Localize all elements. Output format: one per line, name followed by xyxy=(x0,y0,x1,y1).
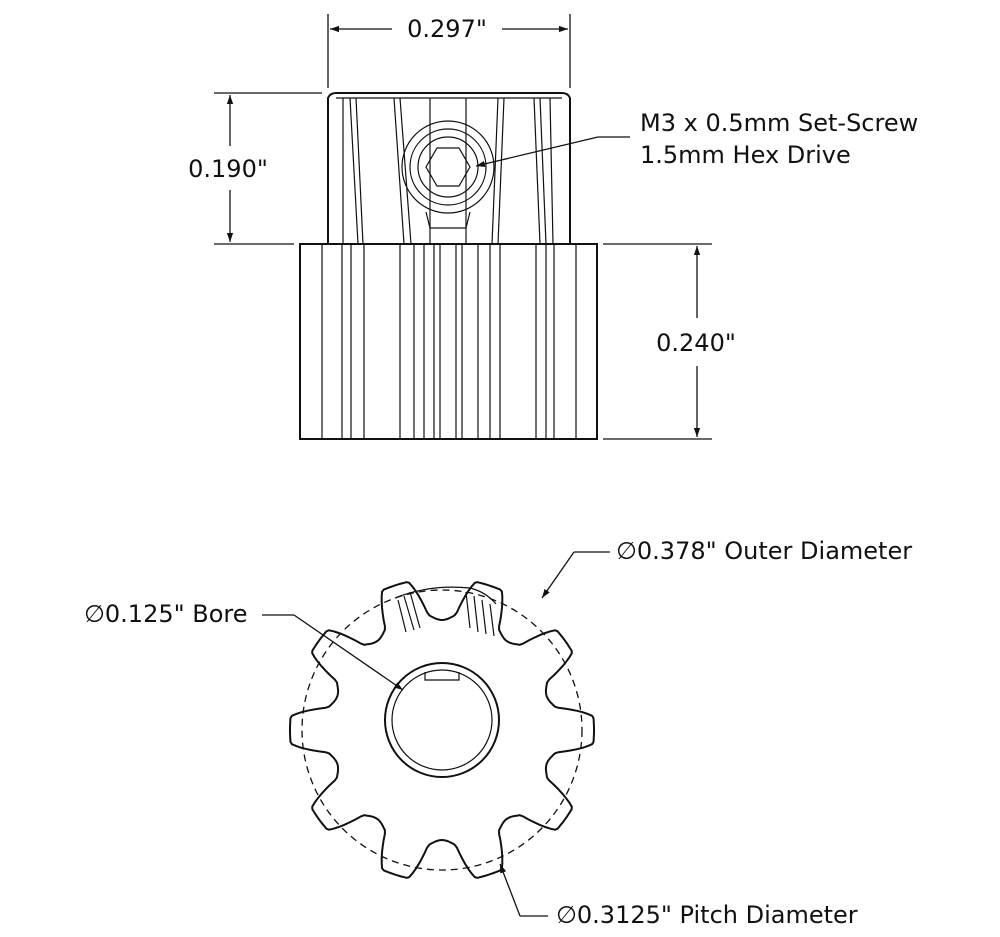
pitch-diameter-label: ∅0.3125" Pitch Diameter xyxy=(556,901,858,929)
bore-inner-circle xyxy=(391,669,493,771)
gear-tooth-profile xyxy=(289,581,595,879)
dim-width xyxy=(327,14,571,88)
side-view xyxy=(299,92,598,440)
width-dimension-label: 0.297" xyxy=(407,15,487,43)
hex-drive-label: 1.5mm Hex Drive xyxy=(640,141,851,169)
outer-diameter-label: ∅0.378" Outer Diameter xyxy=(616,537,912,565)
hub-tooth-lines xyxy=(342,97,554,245)
bore-outer-circle xyxy=(384,662,500,778)
bore-label: ∅0.125" Bore xyxy=(84,600,248,628)
gear-body-outline xyxy=(299,243,598,440)
bore-flat xyxy=(424,672,460,681)
front-view xyxy=(289,581,595,879)
pitch-circle xyxy=(301,589,583,871)
dim-bottom-height xyxy=(603,243,712,440)
bottom-height-dimension-label: 0.240" xyxy=(656,329,736,357)
set-screw-label: M3 x 0.5mm Set-Screw xyxy=(640,109,918,137)
hex-socket-icon xyxy=(425,147,471,187)
outer-diameter-leader xyxy=(541,551,610,599)
bore-leader xyxy=(262,614,404,691)
top-height-dimension-label: 0.190" xyxy=(188,155,268,183)
set-screw xyxy=(401,120,495,229)
set-screw-thread-hint xyxy=(394,586,497,637)
hub-outline xyxy=(327,92,571,244)
body-tooth-lines xyxy=(321,244,577,439)
pitch-diameter-leader xyxy=(499,863,548,917)
set-screw-leader xyxy=(475,136,630,167)
dim-top-height xyxy=(214,92,322,245)
